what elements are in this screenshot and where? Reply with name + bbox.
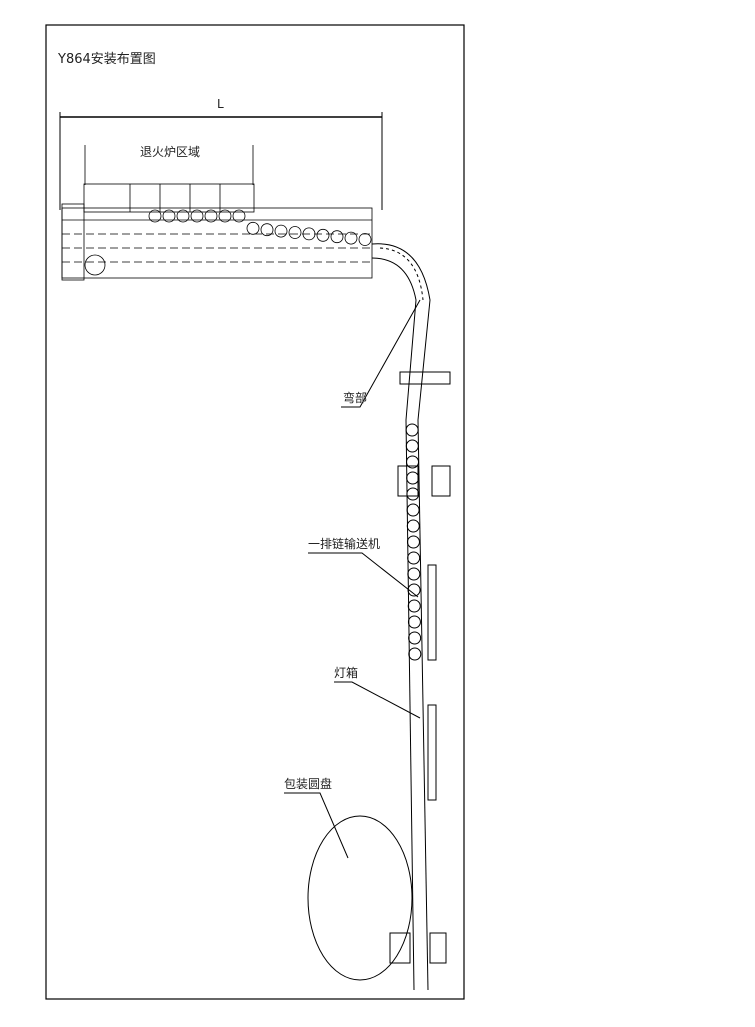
bottle-mark: [407, 551, 421, 565]
annealing-zone-label: 退火炉区域: [140, 145, 200, 159]
drawing-title: Y864安装布置图: [57, 52, 156, 67]
bottle-mark: [405, 423, 419, 437]
bottle-mark: [190, 209, 204, 223]
bottle-mark: [407, 599, 421, 613]
packing-turntable-label: 包装圆盘: [284, 776, 332, 791]
bottle-mark: [162, 209, 176, 223]
bottle-mark: [302, 227, 316, 241]
dimension-l: L: [59, 97, 383, 210]
bottle-mark: [407, 615, 421, 629]
bottle-mark: [406, 519, 420, 533]
bottle-mark: [232, 209, 246, 223]
light-box-label: 灯箱: [334, 665, 358, 680]
drawing-border: [45, 24, 465, 1000]
bottle-mark: [406, 487, 420, 501]
bottle-mark: [407, 567, 421, 581]
bottle-mark: [148, 209, 162, 223]
dimension-label: L: [217, 97, 224, 111]
bottle-mark: [288, 226, 302, 239]
bottle-mark: [405, 439, 419, 453]
bottle-mark: [176, 209, 190, 223]
conveyor-label: 一排链输送机: [308, 536, 380, 551]
bottle-mark: [204, 209, 218, 223]
bottle-mark: [408, 631, 422, 645]
bottle-mark: [358, 233, 372, 246]
bottle-mark: [344, 231, 358, 245]
bottle-mark: [408, 647, 422, 661]
annealing-lehr: [61, 145, 373, 281]
bend-conveyor: [371, 243, 431, 421]
bottle-mark: [406, 503, 420, 517]
bottle-mark: [274, 224, 288, 238]
bend-label: 弯部: [343, 390, 367, 405]
bottle-mark: [246, 221, 260, 235]
bottle-mark: [316, 228, 330, 242]
straight-conveyor: [389, 371, 451, 991]
bottle-mark: [407, 583, 421, 597]
bottle-mark: [218, 209, 232, 223]
bottle-mark: [330, 230, 344, 244]
bottle-mark: [406, 471, 420, 485]
leader-lines: [284, 299, 421, 859]
bottle-mark: [406, 535, 420, 549]
packing-turntable: [307, 815, 413, 981]
bottle-mark: [406, 455, 420, 469]
bottle-mark: [260, 223, 274, 237]
